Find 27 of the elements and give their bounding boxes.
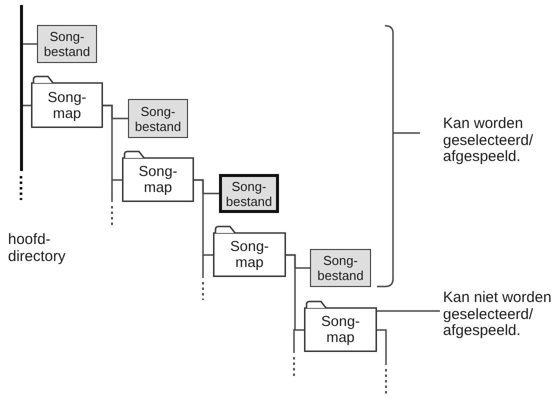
file-box — [219, 174, 279, 213]
folder-name: Song-map — [48, 90, 86, 122]
file-name: Song-bestand — [317, 253, 364, 283]
file-box — [37, 25, 97, 63]
folder-name: Song-map — [138, 164, 178, 196]
note-text: Kan worden geselecteerd/ afgespeeld. — [443, 116, 534, 166]
folder-name: Song-map — [321, 314, 360, 346]
file-name: Song-bestand — [44, 29, 90, 59]
file-name: Song-bestand — [226, 178, 272, 208]
file-name: Song-bestand — [134, 104, 182, 134]
folder-box — [122, 150, 194, 202]
connector-line — [103, 104, 122, 181]
connector-line — [377, 329, 387, 365]
directory-line — [20, 5, 22, 171]
leader-line — [377, 310, 440, 312]
file-box — [128, 99, 188, 138]
note-text: Kan niet worden geselecteerd/ afgespeeld. — [440, 290, 556, 340]
folder-box — [31, 75, 103, 128]
connector-line — [194, 179, 213, 256]
connector-line — [286, 254, 304, 331]
file-box — [310, 249, 371, 287]
folder-box — [304, 300, 377, 352]
folder-name: Song-map — [230, 239, 269, 271]
directory-label: hoofd-directory — [8, 232, 66, 265]
connector-line — [22, 104, 31, 106]
folder-box — [213, 225, 286, 277]
connector-line — [22, 43, 37, 45]
